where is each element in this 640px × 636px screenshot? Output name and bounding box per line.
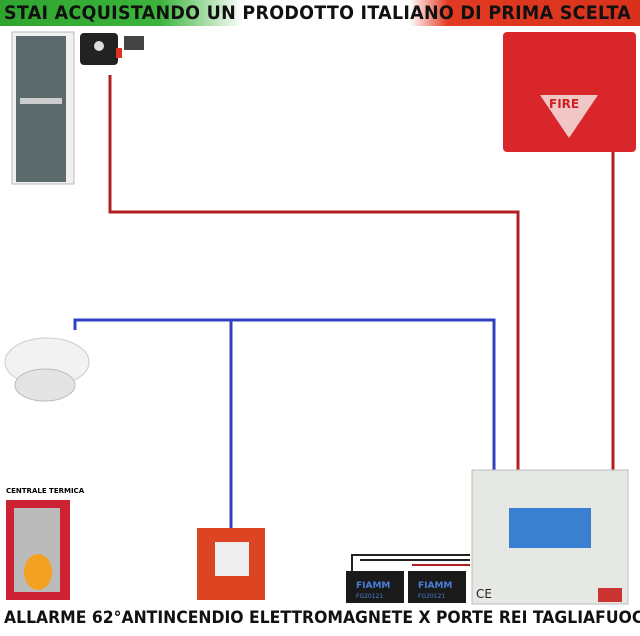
siren-label: FIRE [549,97,579,111]
battery-wires [351,554,470,572]
fire-siren [503,32,636,152]
ce-mark: CE [476,587,492,601]
battery-2-model: FG20121 [418,593,445,600]
boiler-label: CENTRALE TERMICA [6,487,85,495]
smoke-detector [4,337,90,402]
banner-text: STAI ACQUISTANDO UN PRODOTTO ITALIANO DI… [4,2,632,24]
fire-door [11,31,75,185]
manual-call-point [197,528,265,600]
red-wire-magnet [108,75,520,470]
battery-2-brand: FIAMM [418,581,452,591]
footer-title: ALLARME 62°ANTINCENDIO ELETTROMAGNETE X … [4,608,640,628]
banner: STAI ACQUISTANDO UN PRODOTTO ITALIANO DI… [0,0,640,26]
boiler [6,500,70,600]
battery-1-brand: FIAMM [356,581,390,591]
blue-wire [73,318,496,528]
battery-1-model: FG20121 [356,593,383,600]
control-panel [471,469,629,605]
door-electromagnet [80,33,144,65]
batteries [346,571,466,603]
